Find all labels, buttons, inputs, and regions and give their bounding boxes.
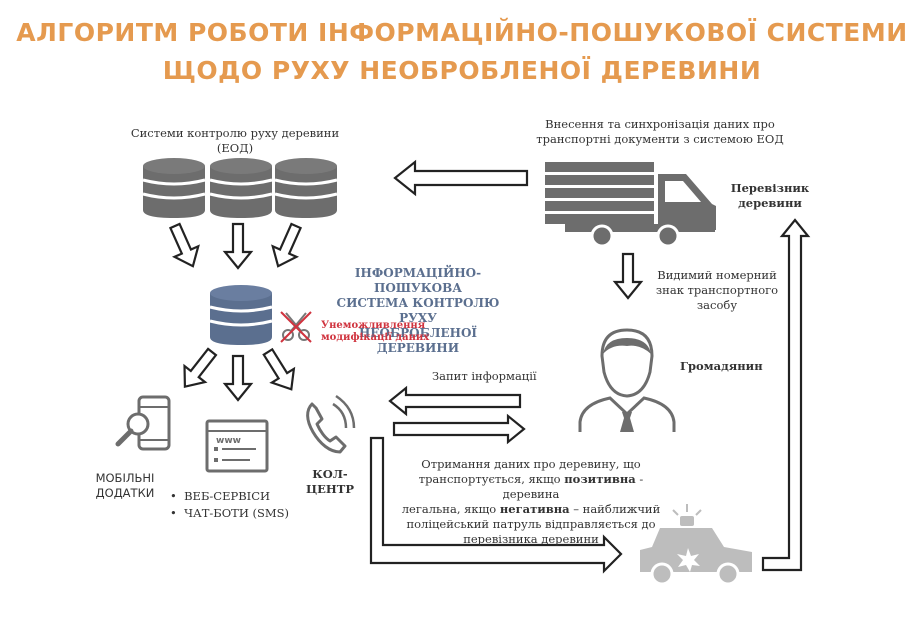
ips-label-line1: ІНФОРМАЦІЙНО-ПОШУКОВА bbox=[354, 266, 482, 295]
sync-label: Внесення та синхронізація даних про тран… bbox=[530, 117, 790, 147]
eod-label-line1: Системи контролю руху деревини bbox=[130, 126, 340, 140]
result-text: Отримання даних про деревину, що транспо… bbox=[400, 457, 662, 547]
eod-database-icon-3 bbox=[273, 156, 339, 220]
eod-database-icon-2 bbox=[208, 156, 274, 220]
arrow-to-police bbox=[369, 436, 623, 574]
plate-label-line2: знак транспортного bbox=[655, 283, 779, 297]
truck-icon bbox=[545, 162, 716, 248]
page-title-line2: ЩОДО РУХУ НЕОБРОБЛЕНОЇ ДЕРЕВИНИ bbox=[162, 56, 762, 85]
no-modification-line1: Унеможливлення bbox=[321, 320, 426, 331]
web-services-item: • ВЕБ-СЕРВІСИ bbox=[170, 489, 271, 503]
arrow-eod1-to-ips bbox=[162, 219, 206, 273]
no-modification-line2: модифікації даних bbox=[321, 332, 430, 343]
chat-bots-item: • ЧАТ-БОТИ (SMS) bbox=[170, 506, 290, 520]
carrier-label: Перевізник деревини bbox=[725, 181, 815, 211]
ips-database-icon bbox=[208, 283, 274, 347]
arrow-ips-to-web bbox=[223, 354, 253, 402]
arrow-ips-to-call bbox=[255, 344, 304, 398]
eod-label-line2: (ЕОД) bbox=[216, 141, 254, 155]
result-line3: легальна, якщо негативна – найближчий bbox=[401, 502, 661, 516]
arrow-truck-to-eod bbox=[393, 159, 529, 197]
web-channels-list: • ВЕБ-СЕРВІСИ • ЧАТ-БОТИ (SMS) bbox=[170, 488, 340, 522]
ips-label: ІНФОРМАЦІЙНО-ПОШУКОВА СИСТЕМА КОНТРОЛЮ Р… bbox=[318, 266, 518, 356]
mobile-apps-line1: МОБІЛЬНІ bbox=[95, 471, 155, 485]
no-modification-label: Унеможливлення модифікації даних bbox=[321, 320, 461, 344]
result-line1: Отримання даних про деревину, що bbox=[421, 457, 641, 471]
plate-label: Видимий номерний знак транспортного засо… bbox=[652, 268, 782, 313]
plate-label-line3: засобу bbox=[696, 298, 738, 312]
sync-label-line2: транспортні документи з системою ЕОД bbox=[536, 132, 784, 146]
mobile-app-icon bbox=[115, 395, 171, 451]
result-line2: транспортується, якщо позитивна - дереви… bbox=[418, 472, 644, 501]
www-label: www bbox=[216, 436, 241, 446]
citizen-label: Громадянин bbox=[680, 359, 763, 373]
carrier-label-line1: Перевізник bbox=[730, 181, 810, 195]
web-browser-icon bbox=[205, 419, 269, 473]
eod-label: Системи контролю руху деревини (ЕОД) bbox=[115, 126, 355, 156]
arrow-query-response bbox=[392, 413, 526, 445]
result-line5: перевізника деревини bbox=[463, 532, 599, 546]
call-center-label: КОЛ- ЦЕНТР bbox=[300, 467, 360, 497]
call-center-line2: ЦЕНТР bbox=[306, 482, 354, 496]
call-center-line1: КОЛ- bbox=[312, 467, 348, 481]
ips-label-line2: СИСТЕМА КОНТРОЛЮ РУХУ bbox=[336, 296, 500, 325]
no-modification-icon bbox=[280, 311, 312, 343]
arrow-eod2-to-ips bbox=[223, 222, 253, 270]
result-line4: поліцейський патруль відправляється до bbox=[406, 517, 656, 531]
arrow-police-to-carrier bbox=[761, 218, 811, 572]
query-label: Запит інформації bbox=[432, 369, 537, 383]
plate-label-line1: Видимий номерний bbox=[657, 268, 777, 282]
police-car-icon bbox=[640, 504, 752, 586]
negative-word: негативна bbox=[499, 502, 570, 516]
eod-database-icon-1 bbox=[141, 156, 207, 220]
arrow-eod3-to-ips bbox=[265, 219, 309, 273]
phone-icon bbox=[306, 394, 356, 454]
arrow-citizen-query bbox=[388, 385, 522, 417]
citizen-icon bbox=[578, 328, 676, 432]
positive-word: позитивна bbox=[564, 472, 636, 486]
ips-label-line3: НЕОБРОБЛЕНОЇ ДЕРЕВИНИ bbox=[358, 326, 478, 355]
carrier-label-line2: деревини bbox=[738, 196, 802, 210]
arrow-truck-to-citizen bbox=[613, 252, 643, 300]
sync-label-line1: Внесення та синхронізація даних про bbox=[545, 117, 775, 131]
page-title-line1: АЛГОРИТМ РОБОТИ ІНФОРМАЦІЙНО-ПОШУКОВОЇ С… bbox=[16, 18, 908, 47]
arrow-ips-to-mobile bbox=[173, 342, 224, 396]
mobile-apps-label: МОБІЛЬНІ ДОДАТКИ bbox=[85, 471, 165, 501]
mobile-apps-line2: ДОДАТКИ bbox=[95, 486, 155, 500]
